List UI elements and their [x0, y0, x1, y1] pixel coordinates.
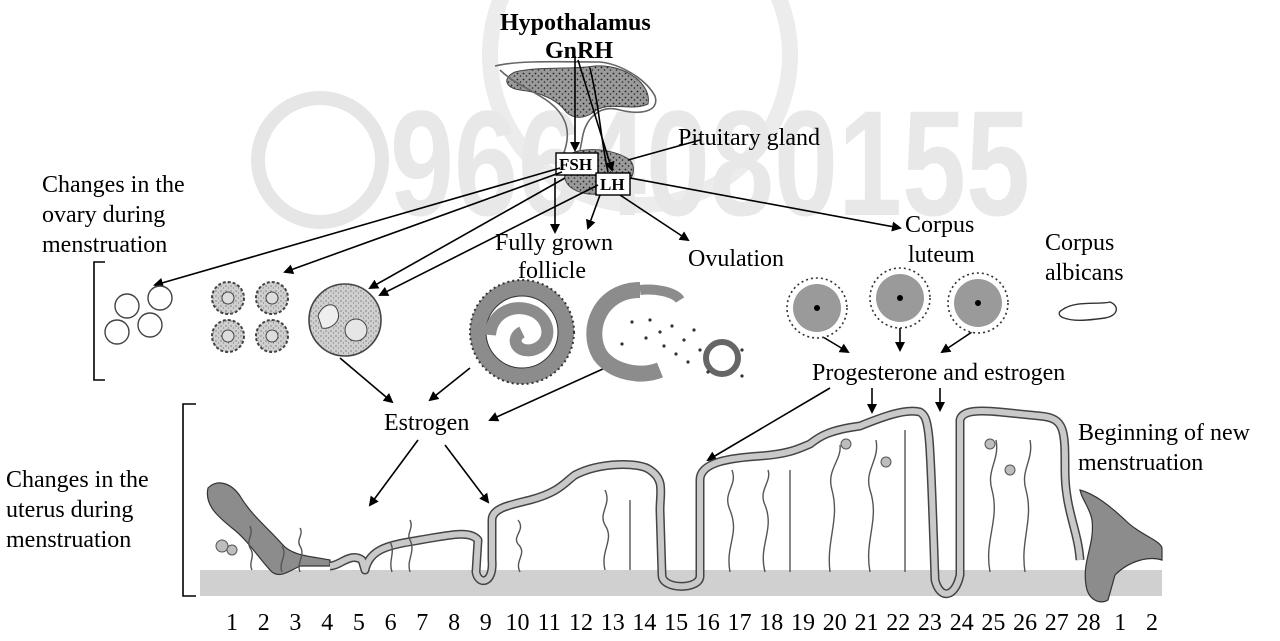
- day-tick-label: 14: [632, 610, 656, 636]
- uterus-section: Changes in the uterus during menstruatio…: [6, 404, 1251, 602]
- day-tick-label: 6: [385, 610, 397, 636]
- day-tick-label: 23: [918, 610, 942, 636]
- ovulating-follicle: [594, 289, 743, 377]
- graafian-follicle: [470, 280, 574, 384]
- day-tick-label: 5: [353, 610, 365, 636]
- spiral-arteries: [216, 439, 1015, 555]
- corpus-albicans: [1059, 302, 1116, 320]
- day-tick-label: 13: [601, 610, 625, 636]
- day-tick-label: 26: [1013, 610, 1037, 636]
- corpus-albicans-label-2: albicans: [1045, 260, 1124, 286]
- gnrh-label: GnRH: [545, 38, 613, 64]
- endometrium-lining: [330, 411, 1080, 594]
- growing-follicles: [212, 282, 288, 352]
- day-tick-label: 1: [226, 610, 238, 636]
- ovary-title-1: Changes in the: [42, 172, 185, 198]
- day-tick-label: 15: [664, 610, 688, 636]
- day-tick-label: 22: [886, 610, 910, 636]
- day-tick-label: 16: [696, 610, 720, 636]
- pituitary-label: Pituitary gland: [678, 125, 820, 151]
- uterus-title-1: Changes in the: [6, 467, 149, 493]
- fsh-label: FSH: [559, 155, 592, 174]
- ovary-bracket: [94, 262, 105, 380]
- uterus-title-2: uterus during: [6, 497, 133, 523]
- new-cycle-label-1: Beginning of new: [1078, 420, 1251, 446]
- day-tick-label: 3: [289, 610, 301, 636]
- endometrium-lining-outline: [330, 411, 1080, 594]
- day-tick-label: 1: [1114, 610, 1126, 636]
- day-tick-label: 19: [791, 610, 815, 636]
- primary-follicles: [105, 286, 172, 344]
- secondary-follicle: [309, 284, 381, 356]
- progesterone-estrogen-label: Progesterone and estrogen: [812, 360, 1065, 386]
- corpus-luteum-stages: [787, 268, 1008, 338]
- day-tick-label: 18: [759, 610, 783, 636]
- day-tick-label: 8: [448, 610, 460, 636]
- uterus-bracket: [183, 404, 196, 596]
- new-cycle-label-2: menstruation: [1078, 450, 1203, 476]
- day-tick-label: 20: [823, 610, 847, 636]
- corpus-albicans-label-1: Corpus: [1045, 230, 1114, 256]
- day-tick-label: 17: [728, 610, 752, 636]
- day-tick-label: 2: [258, 610, 270, 636]
- day-tick-label: 9: [480, 610, 492, 636]
- corpus-luteum-label-2: luteum: [908, 242, 975, 268]
- ovulation-label: Ovulation: [688, 246, 784, 272]
- whatsapp-icon: [258, 98, 382, 222]
- lh-label: LH: [600, 175, 625, 194]
- hypothalamus-label: Hypothalamus: [500, 10, 651, 36]
- day-tick-label: 11: [538, 610, 561, 636]
- day-tick-label: 21: [855, 610, 879, 636]
- corpus-luteum-label-1: Corpus: [905, 212, 974, 238]
- day-tick-label: 27: [1045, 610, 1069, 636]
- fully-grown-label: Fully grown: [495, 230, 613, 256]
- ovary-title-3: menstruation: [42, 232, 167, 258]
- uterine-glands: [249, 430, 1031, 572]
- day-tick-label: 25: [981, 610, 1005, 636]
- day-tick-label: 24: [950, 610, 974, 636]
- day-tick-label: 2: [1146, 610, 1158, 636]
- ovary-title-2: ovary during: [42, 202, 165, 228]
- day-tick-label: 12: [569, 610, 593, 636]
- uterus-title-3: menstruation: [6, 527, 131, 553]
- day-tick-label: 4: [321, 610, 333, 636]
- day-tick-label: 10: [506, 610, 530, 636]
- day-tick-label: 7: [416, 610, 428, 636]
- estrogen-label: Estrogen: [384, 410, 469, 436]
- day-tick-label: 28: [1077, 610, 1101, 636]
